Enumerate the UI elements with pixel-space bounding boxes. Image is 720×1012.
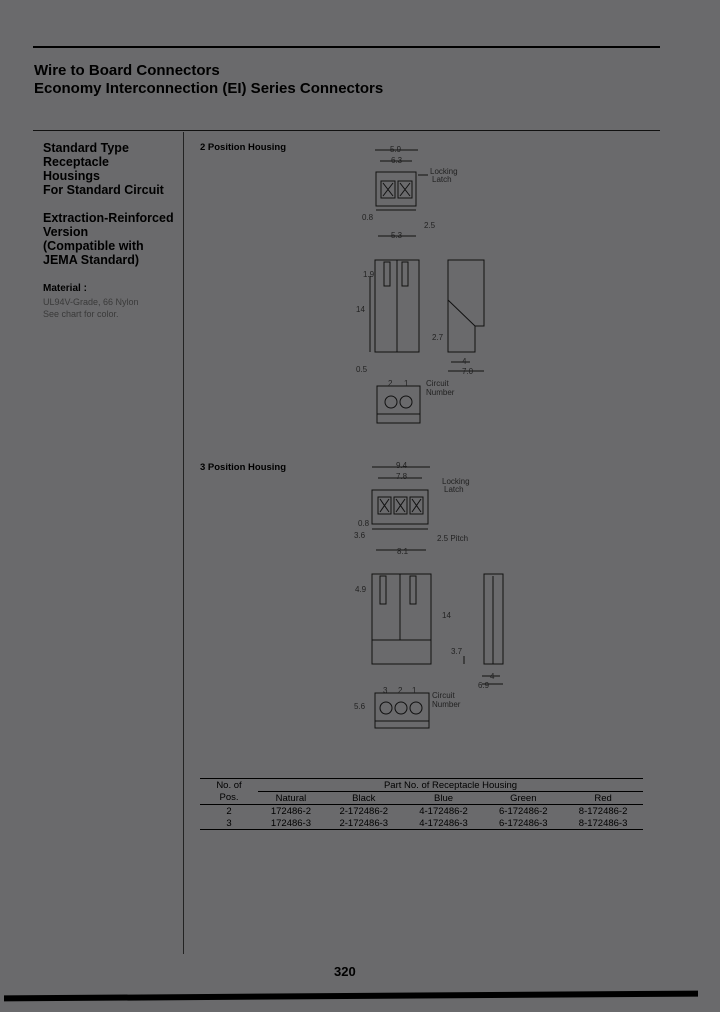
drawing-3pos-bottom-labels: 3 2 1 Circuit Number 5.6	[354, 686, 461, 711]
table-row: 3 172486-3 2-172486-3 4-172486-3 6-17248…	[200, 817, 643, 830]
table-cell: 6-172486-2	[499, 805, 548, 817]
drawing-2pos-front	[375, 149, 428, 237]
svg-text:4: 4	[462, 357, 467, 366]
svg-text:Locking: Locking	[442, 477, 470, 486]
section-3-position: 3 Position Housing	[200, 462, 287, 473]
heading-line: JEMA Standard)	[43, 253, 140, 267]
drawing-2pos-side-labels: 1.9 14 2.7 4 7.0 0.5	[356, 270, 474, 376]
svg-text:3.7: 3.7	[451, 647, 463, 656]
material-line: UL94V-Grade, 66 Nylon	[43, 297, 139, 307]
svg-text:5.3: 5.3	[391, 231, 403, 240]
col-header-positions: No. of	[200, 778, 258, 792]
group-header: Part No. of Receptacle Housing	[258, 778, 643, 792]
col-header-color: Black	[352, 792, 376, 804]
svg-text:4.9: 4.9	[355, 585, 367, 594]
section-2-position: 2 Position Housing	[200, 142, 287, 153]
svg-text:Number: Number	[426, 388, 455, 397]
col-header-color: Blue	[434, 792, 454, 804]
svg-text:2: 2	[388, 379, 393, 388]
svg-text:6.3: 6.3	[391, 156, 403, 165]
svg-text:Locking: Locking	[430, 167, 458, 176]
svg-text:5.9: 5.9	[390, 145, 402, 154]
table-cell: 3	[226, 817, 232, 829]
table-cell: 2	[226, 805, 232, 817]
svg-text:1: 1	[404, 379, 409, 388]
col-header-color: Red	[594, 792, 612, 804]
col-header-color: Natural	[275, 792, 307, 804]
column-divider	[183, 132, 184, 954]
svg-text:5.6: 5.6	[354, 702, 366, 711]
col-header-color: Green	[510, 792, 537, 804]
svg-text:3.6: 3.6	[354, 531, 366, 540]
table-cell: 4-172486-3	[419, 817, 468, 829]
drawing-3pos-bottom	[374, 692, 430, 729]
svg-text:0.5: 0.5	[356, 365, 368, 374]
section-rule	[33, 130, 660, 131]
heading-line: Standard Type	[43, 141, 129, 155]
table-cell: 8-172486-2	[578, 805, 628, 817]
svg-text:0.8: 0.8	[358, 519, 370, 528]
svg-text:0.8: 0.8	[362, 213, 374, 222]
title-line-1: Wire to Board Connectors	[34, 62, 220, 79]
svg-text:2.7: 2.7	[432, 333, 444, 342]
svg-text:8.1: 8.1	[397, 547, 409, 556]
heading-line: Housings	[43, 169, 100, 183]
svg-text:Latch: Latch	[444, 485, 464, 494]
svg-text:9.4: 9.4	[396, 461, 408, 470]
part-number-table: No. of Part No. of Receptacle Housing Po…	[200, 778, 643, 830]
svg-text:1.9: 1.9	[363, 270, 375, 279]
svg-text:1: 1	[412, 686, 417, 695]
svg-text:6.9: 6.9	[478, 681, 490, 690]
svg-text:2.5: 2.5	[424, 221, 436, 230]
svg-text:3: 3	[383, 686, 388, 695]
table-row: 2 172486-2 2-172486-2 4-172486-2 6-17248…	[200, 805, 643, 818]
material-line: See chart for color.	[43, 309, 119, 319]
heading-line: Extraction-Reinforced	[43, 211, 174, 225]
page-number: 320	[334, 964, 356, 979]
svg-text:4: 4	[490, 672, 495, 681]
svg-text:7.0: 7.0	[462, 367, 474, 376]
table-cell: 2-172486-3	[339, 817, 389, 829]
heading-line: Receptacle	[43, 155, 110, 169]
svg-text:14: 14	[442, 611, 451, 620]
material-text: UL94V-Grade, 66 Nylon See chart for colo…	[43, 296, 183, 320]
table-cell: 4-172486-2	[419, 805, 468, 817]
svg-text:14: 14	[356, 305, 365, 314]
table-cell: 2-172486-2	[339, 805, 389, 817]
svg-text:Circuit: Circuit	[426, 379, 449, 388]
drawing-3pos-side	[371, 573, 504, 685]
title-line-2: Economy Interconnection (EI) Series Conn…	[34, 80, 384, 97]
top-rule	[33, 46, 660, 48]
svg-text:7.8: 7.8	[396, 472, 408, 481]
svg-text:Circuit: Circuit	[432, 691, 455, 700]
drawing-2pos-bottom-labels: 2 1 Circuit Number	[388, 379, 455, 397]
table-cell: 172486-2	[270, 805, 312, 817]
drawing-2pos-bottom	[376, 385, 421, 424]
svg-text:Number: Number	[432, 700, 461, 709]
svg-text:Latch: Latch	[432, 175, 452, 184]
drawing-3pos-front	[371, 466, 430, 551]
drawing-2pos-side	[369, 259, 485, 372]
drawing-3pos-front-labels: 9.4 7.8 Locking Latch 0.8 3.6 2.5 Pitch …	[354, 461, 470, 556]
svg-text:2.5 Pitch: 2.5 Pitch	[437, 534, 468, 543]
col-header-pos: Pos.	[219, 792, 239, 804]
drawing-2pos-front-labels: 5.9 6.3 Locking Latch 0.8 2.5 5.3	[362, 145, 458, 240]
table-cell: 6-172486-3	[499, 817, 548, 829]
version-heading: Extraction-Reinforced Version (Compatibl…	[43, 211, 183, 267]
material-label: Material :	[43, 283, 87, 294]
heading-line: For Standard Circuit	[43, 183, 164, 197]
svg-text:2: 2	[398, 686, 403, 695]
table-cell: 8-172486-3	[578, 817, 628, 829]
table-cell: 172486-3	[270, 817, 312, 829]
heading-line: (Compatible with	[43, 239, 144, 253]
drawing-3pos-side-labels: 4.9 14 3.7 4 6.9	[355, 585, 495, 690]
heading-line: Version	[43, 225, 89, 239]
product-heading: Standard Type Receptacle Housings For St…	[43, 141, 183, 197]
